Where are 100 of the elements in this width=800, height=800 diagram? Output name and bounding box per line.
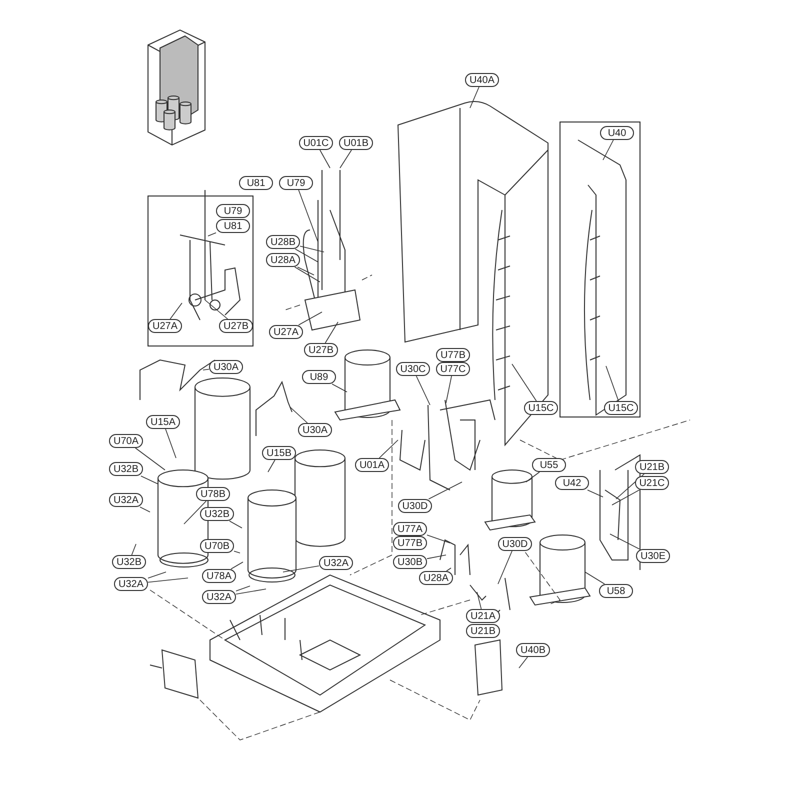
callout-label: U32B xyxy=(109,462,143,476)
leader-line xyxy=(610,534,640,550)
leader-line xyxy=(612,490,640,506)
callout-label: U79 xyxy=(216,204,250,218)
callout-label: U40A xyxy=(465,73,499,87)
leader-line xyxy=(584,572,605,584)
callout-label: U32B xyxy=(112,555,146,569)
callout-label: U32A xyxy=(319,556,353,570)
leader-line xyxy=(148,572,166,579)
leader-line xyxy=(332,384,348,392)
callout-label: U15C xyxy=(604,401,638,415)
callout-label: U28A xyxy=(419,571,453,585)
leader-line xyxy=(526,472,540,482)
callout-label: U30A xyxy=(298,423,332,437)
leader-line xyxy=(135,448,166,470)
leader-line xyxy=(378,440,398,458)
leader-line xyxy=(229,520,242,528)
callout-label: U28B xyxy=(266,235,300,249)
callout-label: U79 xyxy=(279,176,313,190)
leader-line xyxy=(165,428,176,458)
callout-label: U32A xyxy=(109,493,143,507)
callout-label: U30D xyxy=(398,499,432,513)
callout-label: U77B xyxy=(436,348,470,362)
leader-line xyxy=(140,476,158,484)
leader-line xyxy=(320,150,330,168)
leader-line xyxy=(184,500,207,524)
callout-label: U89 xyxy=(302,370,336,384)
callout-label: U70B xyxy=(200,539,234,553)
leader-line xyxy=(512,364,537,402)
leader-line xyxy=(428,482,462,500)
leader-line xyxy=(518,656,528,668)
callout-label: U77A xyxy=(393,522,427,536)
callout-label: U70A xyxy=(109,434,143,448)
leader-line xyxy=(204,300,228,320)
leader-line xyxy=(324,322,338,344)
leader-line xyxy=(170,302,182,320)
callout-label: U01C xyxy=(299,136,333,150)
leader-line xyxy=(294,248,318,262)
leader-line xyxy=(294,266,320,282)
callout-label: U21A xyxy=(466,609,500,623)
leader-line xyxy=(426,534,450,544)
callout-label: U28A xyxy=(266,253,300,267)
leader-line xyxy=(268,460,276,472)
callout-label: U32A xyxy=(202,590,236,604)
leader-line xyxy=(131,544,136,556)
callout-label: U27A xyxy=(269,325,303,339)
leader-line xyxy=(602,140,614,160)
leader-line xyxy=(230,562,244,570)
leader-line xyxy=(202,368,210,370)
callout-label: U15C xyxy=(524,401,558,415)
callout-label: U55 xyxy=(532,458,566,472)
callout-label: U81 xyxy=(239,176,273,190)
callout-label: U40B xyxy=(516,643,550,657)
callout-label: U30C xyxy=(396,362,430,376)
leader-line xyxy=(290,406,308,424)
callout-label: U32B xyxy=(200,507,234,521)
leader-line xyxy=(606,366,619,402)
callout-label: U15A xyxy=(146,415,180,429)
callout-label: U78B xyxy=(196,487,230,501)
leader-line xyxy=(236,588,266,594)
leader-line xyxy=(282,565,320,572)
leader-line xyxy=(476,592,482,610)
callout-label: U15B xyxy=(262,446,296,460)
callout-label: U27B xyxy=(219,319,253,333)
callout-label: U77C xyxy=(436,362,470,376)
leader-line xyxy=(297,266,314,276)
leader-line xyxy=(300,246,324,252)
callout-label: U58 xyxy=(599,584,633,598)
leader-line xyxy=(498,550,512,584)
leader-line xyxy=(140,506,150,512)
callout-label: U77B xyxy=(393,536,427,550)
callout-label: U81 xyxy=(216,219,250,233)
leader-line xyxy=(208,232,216,236)
leader-line xyxy=(298,190,318,242)
leader-line xyxy=(470,86,480,108)
callout-label: U32A xyxy=(114,577,148,591)
callout-label: U01B xyxy=(339,136,373,150)
callout-label: U40 xyxy=(600,126,634,140)
callout-label: U42 xyxy=(555,476,589,490)
leader-line xyxy=(236,586,250,592)
callout-label: U21B xyxy=(466,624,500,638)
callout-label: U78A xyxy=(202,569,236,583)
leader-line xyxy=(426,554,446,560)
callout-label: U30B xyxy=(393,555,427,569)
callout-label: U27B xyxy=(304,343,338,357)
callout-label: U21B xyxy=(635,460,669,474)
leader-line xyxy=(446,376,452,404)
callout-label: U01A xyxy=(355,458,389,472)
callout-label: U30A xyxy=(209,360,243,374)
callout-label: U21C xyxy=(635,476,669,490)
leader-line xyxy=(416,376,430,406)
callout-label: U30E xyxy=(636,549,670,563)
callout-label: U30D xyxy=(498,537,532,551)
leader-line xyxy=(298,312,322,326)
leader-line xyxy=(340,150,352,168)
leader-line xyxy=(148,578,188,583)
leader-line xyxy=(587,490,604,498)
callout-label: U27A xyxy=(148,319,182,333)
leader-line xyxy=(234,550,240,554)
leader-line xyxy=(446,568,452,572)
